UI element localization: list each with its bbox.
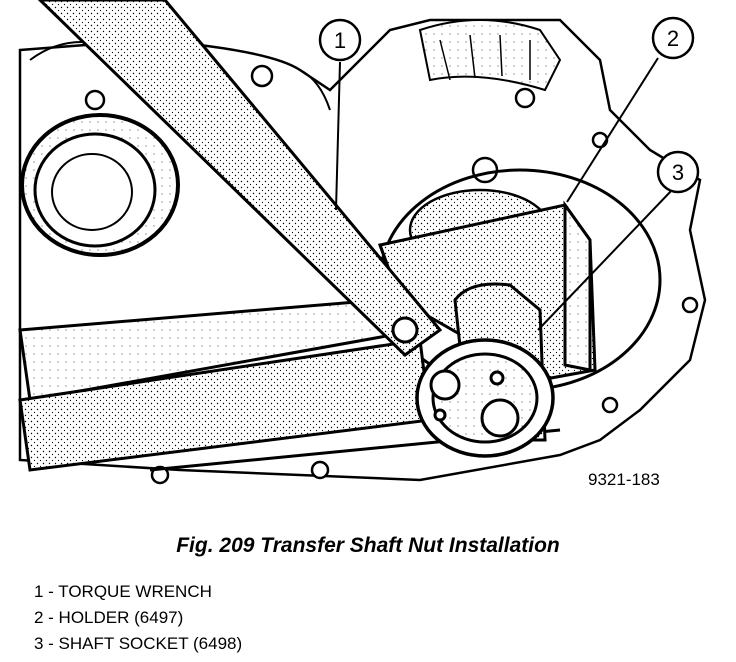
callout-2-label: 2 xyxy=(667,26,679,51)
transfer-shaft-illustration: 1 2 3 xyxy=(18,0,707,485)
legend-item-holder: 2 - HOLDER (6497) xyxy=(34,608,184,627)
callout-2: 2 xyxy=(651,16,695,60)
callout-3-label: 3 xyxy=(672,160,684,185)
figure-reference-code: 9321-183 xyxy=(588,470,660,489)
torque-wrench xyxy=(37,0,443,357)
case-rail xyxy=(18,298,561,472)
parts-legend: 1 - TORQUE WRENCH 2 - HOLDER (6497) 3 - … xyxy=(34,579,242,657)
callout-1-label: 1 xyxy=(334,28,346,53)
figure-caption: Fig. 209 Transfer Shaft Nut Installation xyxy=(176,534,560,557)
bearing-retainer xyxy=(20,113,180,257)
callout-1: 1 xyxy=(318,18,362,62)
legend-item-shaft-socket: 3 - SHAFT SOCKET (6498) xyxy=(34,634,243,653)
legend-item-torque-wrench: 1 - TORQUE WRENCH xyxy=(34,582,212,601)
callout-3: 3 xyxy=(656,150,700,194)
callout-leaders xyxy=(335,57,673,331)
transmission-case xyxy=(18,18,707,482)
shaft-socket xyxy=(415,282,555,458)
